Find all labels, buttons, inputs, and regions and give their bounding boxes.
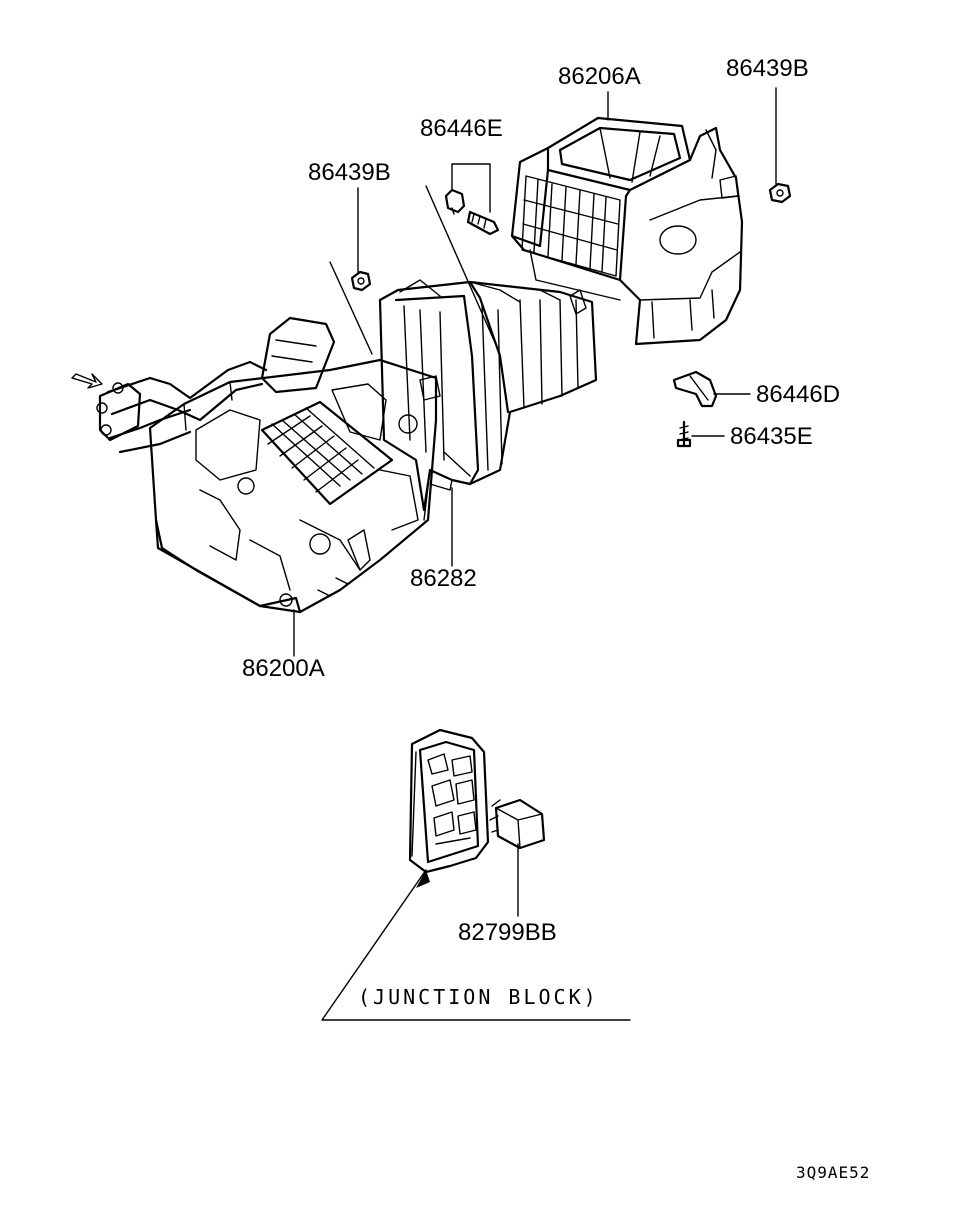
duct-case-drawing [378,279,598,521]
label-86200A: 86200A [242,655,325,682]
pin-86446E-icon [466,210,500,236]
nut-86439B-right-icon [768,182,792,204]
inlet-arrow-icon [71,373,103,389]
drawing-code: 3Q9AE52 [796,1163,870,1182]
clamp-86446D-icon [672,370,718,408]
label-86446D: 86446D [756,381,840,408]
label-86446E: 86446E [420,115,503,142]
nut-86439B-left-icon [350,270,372,292]
label-82799BB: 82799BB [458,919,557,946]
label-86282: 86282 [410,565,477,592]
label-86206A: 86206A [558,63,641,90]
label-86439B-right: 86439B [726,55,809,82]
blower-unit-drawing [510,116,744,346]
junction-block-caption: (JUNCTION BLOCK) [358,985,599,1009]
screw-86435E-icon [676,420,692,448]
junction-block-drawing [408,728,490,874]
label-86435E: 86435E [730,423,813,450]
leader-lines [293,87,777,1021]
clip-86446E-icon [444,188,466,215]
heater-unit-drawing [96,316,441,614]
label-86439B-left: 86439B [308,159,391,186]
relay-82799BB-drawing [489,798,546,850]
